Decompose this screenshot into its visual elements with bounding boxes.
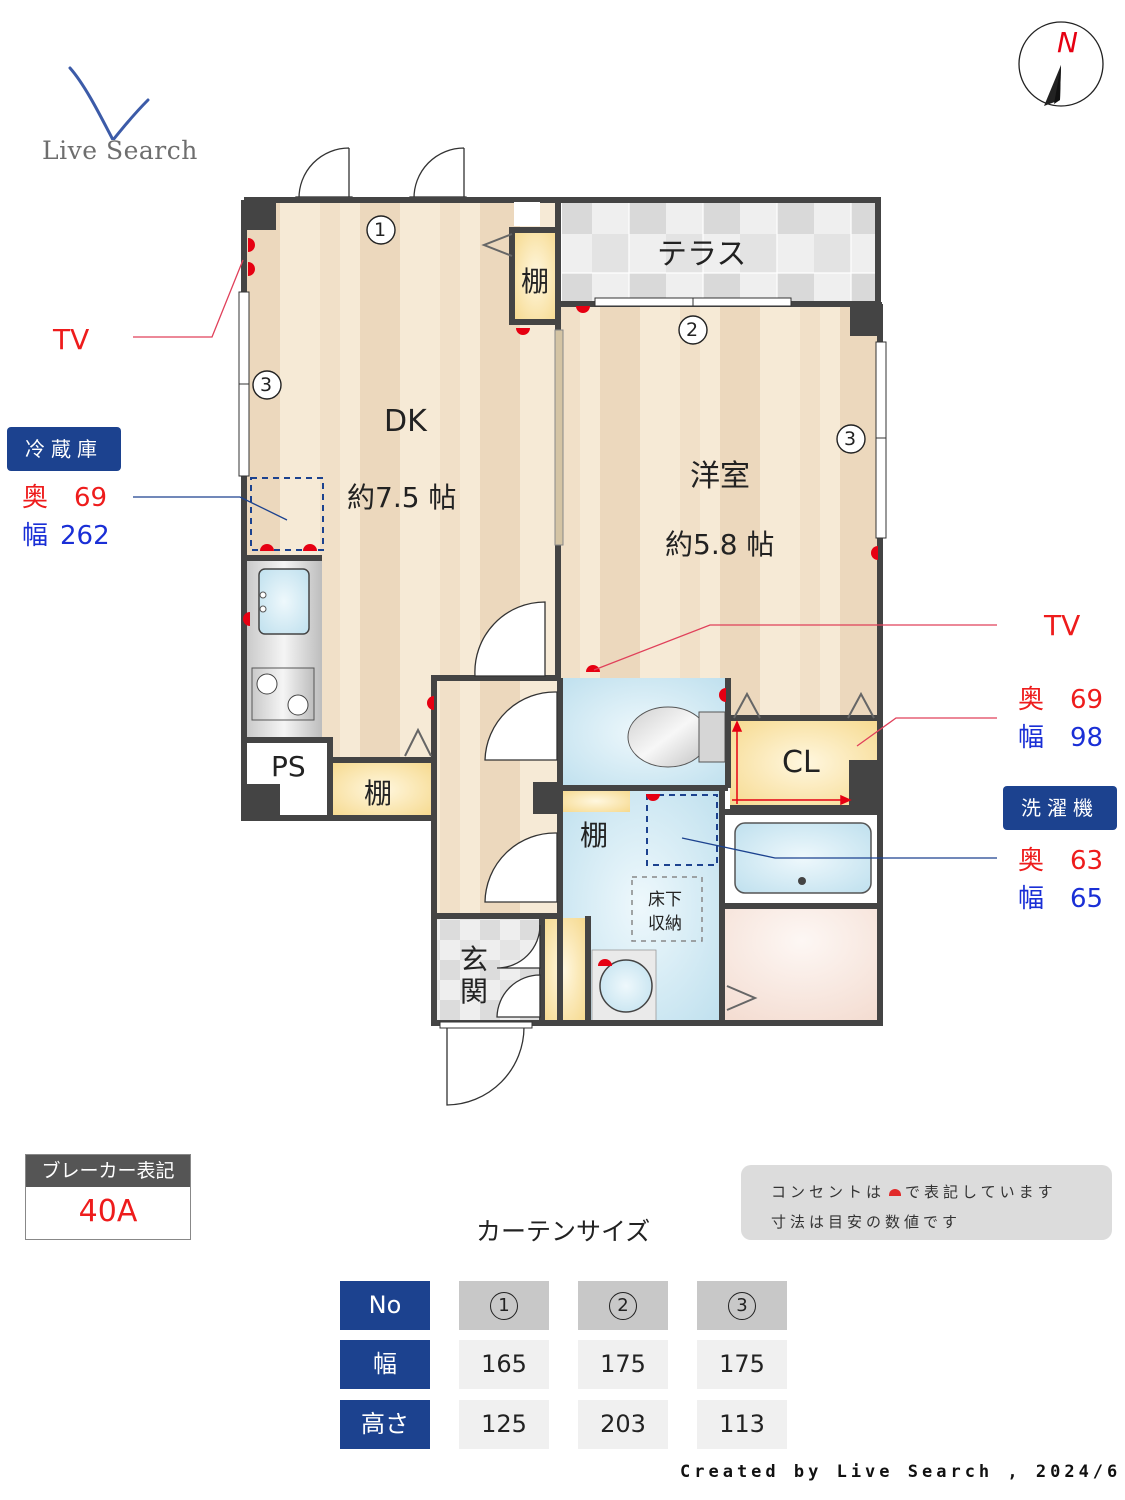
window-marker-dk-left: 3 <box>260 374 273 396</box>
tv-left-label: TV <box>53 323 90 356</box>
shelf-wash-label: 棚 <box>580 819 609 852</box>
washer-depth-key: 奥 <box>1018 846 1045 876</box>
closet-width: 98 <box>1070 723 1104 753</box>
note-line1-pre: コンセントは <box>771 1183 886 1201</box>
breaker-value: 40A <box>78 1194 138 1229</box>
row-header-no: No <box>340 1281 430 1330</box>
curtain-height-1: 125 <box>459 1400 549 1449</box>
note-line2: 寸法は目安の数値です <box>771 1213 962 1231</box>
room-dk-size: 約7.5 帖 <box>347 481 457 514</box>
room-western-size: 約5.8 帖 <box>665 528 775 561</box>
washer-leader <box>681 837 997 859</box>
curtain-height-2: 203 <box>578 1400 668 1449</box>
breaker-title: ブレーカー表記 <box>26 1155 190 1187</box>
tv-right-leader <box>593 624 997 671</box>
legend-note: コンセントは で表記しています 寸法は目安の数値です <box>741 1165 1112 1240</box>
curtain-height-3: 113 <box>697 1400 787 1449</box>
entrance-label-2: 関 <box>460 975 489 1008</box>
washer-badge: 洗濯機 <box>1003 786 1117 830</box>
door-top-right <box>409 147 467 202</box>
closet-depth: 69 <box>1070 685 1104 715</box>
curtain-no-1: 1 <box>459 1281 549 1330</box>
note-line1-post: で表記しています <box>905 1183 1057 1201</box>
entrance-label-1: 玄 <box>460 943 489 976</box>
underfloor-storage-label-2: 収納 <box>648 914 682 934</box>
fridge-depth-key: 奥 <box>22 483 49 513</box>
closet-depth-key: 奥 <box>1018 685 1045 715</box>
window-marker-dk-top: 1 <box>374 219 387 241</box>
logo-text: Live Search <box>42 136 198 165</box>
curtain-size-title: カーテンサイズ <box>476 1217 651 1246</box>
row-header-width: 幅 <box>340 1340 430 1389</box>
shelf-dk-label: 棚 <box>364 777 393 810</box>
washer-width: 65 <box>1070 884 1104 914</box>
door-top-left <box>295 147 353 202</box>
compass-north-label: N <box>1057 26 1078 59</box>
fridge-width: 262 <box>60 521 110 551</box>
north-arrow-icon <box>1018 21 1104 107</box>
closet-leader <box>856 717 997 747</box>
tv-right-label: TV <box>1044 609 1081 642</box>
breaker-box: ブレーカー表記 40A <box>25 1154 191 1240</box>
fridge-dimensions: 奥 69 幅 262 <box>22 479 110 555</box>
fridge-leader <box>133 496 288 521</box>
outlet-icon <box>889 1189 902 1196</box>
washer-depth: 63 <box>1070 846 1104 876</box>
fridge-depth: 69 <box>74 483 108 513</box>
room-western-name: 洋室 <box>690 459 750 494</box>
curtain-no-3: 3 <box>697 1281 787 1330</box>
logo <box>40 60 200 170</box>
washer-dimensions: 奥 63 幅 65 <box>1018 842 1103 918</box>
room-dk-name: DK <box>384 404 427 439</box>
washer-width-key: 幅 <box>1018 884 1045 914</box>
tv-left-leader <box>133 259 244 338</box>
shelf-top-label: 棚 <box>521 265 550 298</box>
fridge-width-key: 幅 <box>22 521 49 551</box>
ps-label: PS <box>271 750 306 783</box>
logo-swoosh-icon <box>68 66 150 140</box>
window-marker-western-right: 3 <box>844 428 857 450</box>
window-marker-western-top: 2 <box>686 319 699 341</box>
row-header-height: 高さ <box>340 1400 430 1449</box>
closet-width-key: 幅 <box>1018 723 1045 753</box>
room-terrace-name: テラス <box>657 237 747 272</box>
curtain-width-3: 175 <box>697 1340 787 1389</box>
closet-dimensions: 奥 69 幅 98 <box>1018 681 1103 757</box>
fridge-badge: 冷蔵庫 <box>7 427 121 471</box>
underfloor-storage-label-1: 床下 <box>648 890 682 910</box>
footer-credit: Created by Live Search , 2024/6 <box>680 1462 1122 1482</box>
closet-label: CL <box>782 745 820 780</box>
curtain-width-2: 175 <box>578 1340 668 1389</box>
curtain-no-2: 2 <box>578 1281 668 1330</box>
compass: N <box>1017 20 1105 108</box>
curtain-width-1: 165 <box>459 1340 549 1389</box>
